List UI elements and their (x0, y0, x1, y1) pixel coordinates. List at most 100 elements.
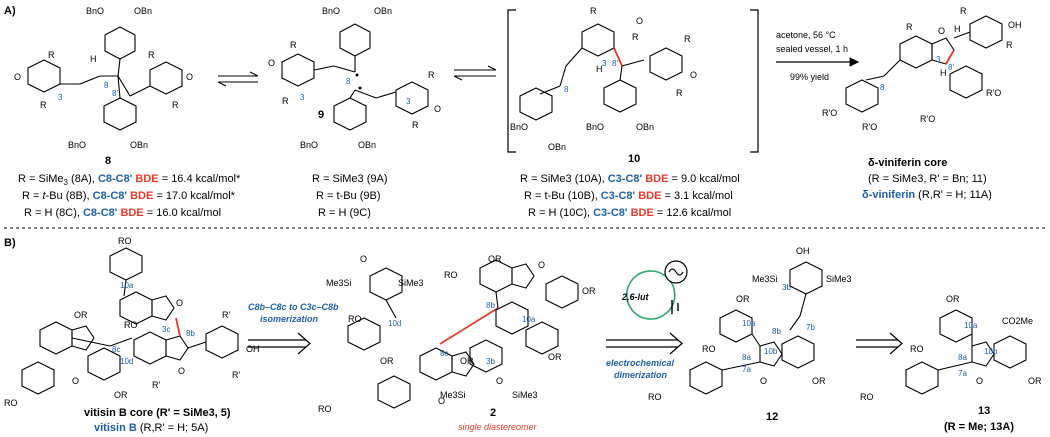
atom-10a: 10a (964, 321, 978, 330)
atom-3: 3 (936, 55, 941, 64)
atom-8a: 8a (958, 353, 967, 362)
atom-r: R (632, 32, 639, 42)
atom-8a: 8a (742, 353, 751, 362)
bracket (507, 9, 759, 153)
atom-or: OR (114, 390, 128, 400)
electrochemical-label: dimerization (614, 370, 668, 380)
atom-8: 8 (346, 77, 351, 86)
atom-o: O (178, 366, 185, 376)
atom-or: OR (582, 286, 596, 296)
atom-r: R (906, 22, 913, 32)
section-b-label: B) (4, 237, 16, 249)
atom-8p: 8' (948, 63, 954, 72)
compound-2-structure (347, 259, 579, 409)
atom-7b: 7b (806, 323, 815, 332)
svg-text:R = H (8C), C8-C8' BDE = 16.0: R = H (8C), C8-C8' BDE = 16.0 kcal/mol (24, 207, 221, 219)
svg-text:R = SiMe3 (10A), C3-C8' BDE =: R = SiMe3 (10A), C3-C8' BDE = 9.0 kcal/m… (520, 173, 740, 185)
atom-obn: BnO (322, 6, 340, 16)
atom-3: 3 (58, 93, 63, 102)
atom-obn: BnO (510, 122, 528, 132)
atom-r: R (590, 6, 597, 16)
equilibrium-arrow (453, 65, 497, 81)
atom-r-prime: R' (232, 370, 240, 380)
atom-co2me: CO2Me (1002, 316, 1033, 326)
single-diastereomer-note: single diastereomer (458, 422, 538, 432)
atom-ro: RO (648, 392, 662, 402)
atom-8b: 8b (186, 329, 195, 338)
atom-oh: OH (796, 246, 810, 256)
atom-ro: RO (318, 404, 332, 414)
svg-text:R = H (10C), C3-C8' BDE = 12.6: R = H (10C), C3-C8' BDE = 12.6 kcal/mol (528, 207, 731, 219)
atom-o: O (14, 72, 21, 82)
atom-me3si: Me3Si (752, 274, 778, 284)
atom-r-prime-o: R'O (862, 122, 877, 132)
atom-r: R (960, 6, 967, 16)
atom-r-prime: R' (222, 310, 230, 320)
atom-8p: 8' (112, 89, 118, 98)
atom-r-prime-o: R'O (920, 114, 935, 124)
atom-10b: 10b (764, 347, 778, 356)
atom-ro: RO (910, 344, 924, 354)
atom-r: R (684, 34, 691, 44)
svg-text:R = SiMe3 (9A): R = SiMe3 (9A) (312, 173, 388, 185)
atom-o: O (538, 260, 545, 270)
section-a-label: A) (4, 5, 16, 17)
atom-or: OR (946, 294, 960, 304)
atom-8: 8 (104, 81, 109, 90)
atom-r: R (148, 50, 155, 60)
compound-13-note: (R = Me; 13A) (944, 421, 1014, 433)
svg-text:R = H (9C): R = H (9C) (318, 207, 371, 219)
atom-h: H (940, 68, 947, 78)
electrochemical-cycle-icon (625, 260, 688, 320)
atom-o: O (760, 376, 767, 386)
compound-11-structure (845, 15, 1003, 113)
atom-7a: 7a (958, 369, 967, 378)
atom-r: R (282, 96, 289, 106)
svg-text:R = SiMe3 (8A), C8-C8' BDE = 1: R = SiMe3 (8A), C8-C8' BDE = 16.4 kcal/m… (18, 173, 241, 187)
equilibrium-arrow (217, 71, 259, 87)
atom-r: R (676, 88, 683, 98)
atom-o: O (438, 396, 445, 406)
svg-text:R = t-Bu (8B), C8-C8' BDE = 17: R = t-Bu (8B), C8-C8' BDE = 17.0 kcal/mo… (22, 190, 236, 202)
atom-3: 3 (300, 93, 305, 102)
atom-ro: RO (860, 392, 874, 402)
atom-or: OR (812, 376, 826, 386)
compound-8-caption: R = SiMe3 (8A), C8-C8' BDE = 16.4 kcal/m… (18, 173, 241, 219)
atom-or: OR (380, 356, 394, 366)
atom-h: H (596, 64, 603, 74)
base-label: 2,6-lut (621, 292, 650, 302)
atom-obn: BnO (586, 122, 604, 132)
atom-r: R (412, 120, 419, 130)
compound-9-number: 9 (318, 109, 324, 121)
atom-h: H (90, 54, 97, 64)
vitisin-title: vitisin B core (R' = SiMe3, 5) (84, 407, 231, 419)
atom-ro: RO (118, 236, 132, 246)
atom-3b: 3b (782, 283, 791, 292)
atom-3b: 3b (486, 357, 495, 366)
svg-text:(R = SiMe3, R' = Bn; 11): (R = SiMe3, R' = Bn; 11) (868, 173, 987, 185)
compound-8-structure (27, 26, 183, 131)
condition-solvent: acetone, 56 °C (776, 30, 836, 40)
atom-obn: BnO (86, 6, 104, 16)
atom-o: O (938, 26, 945, 36)
electrochemical-label: electrochemical (606, 358, 675, 368)
atom-r-prime-o: R'O (822, 108, 837, 118)
atom-o: O (268, 58, 275, 68)
atom-3: 3 (406, 97, 411, 106)
atom-r: R (1006, 40, 1013, 50)
atom-o: O (434, 104, 441, 114)
condition-vessel: sealed vessel, 1 h (776, 44, 848, 54)
atom-obn: OBn (374, 6, 392, 16)
atom-3c: 3c (162, 325, 170, 334)
atom-or: OR (548, 352, 562, 362)
atom-r: R (290, 40, 297, 50)
retro-arrow (856, 332, 903, 355)
compound-13-structure (905, 309, 1027, 395)
svg-text:R = t-Bu (9B): R = t-Bu (9B) (316, 190, 381, 202)
atom-o: O (176, 298, 183, 308)
atom-r: R (172, 100, 179, 110)
atom-ro: RO (124, 320, 138, 330)
retro-arrow (606, 332, 683, 355)
compound-8-number: 8 (105, 155, 111, 167)
compound-12-number: 12 (766, 411, 778, 423)
